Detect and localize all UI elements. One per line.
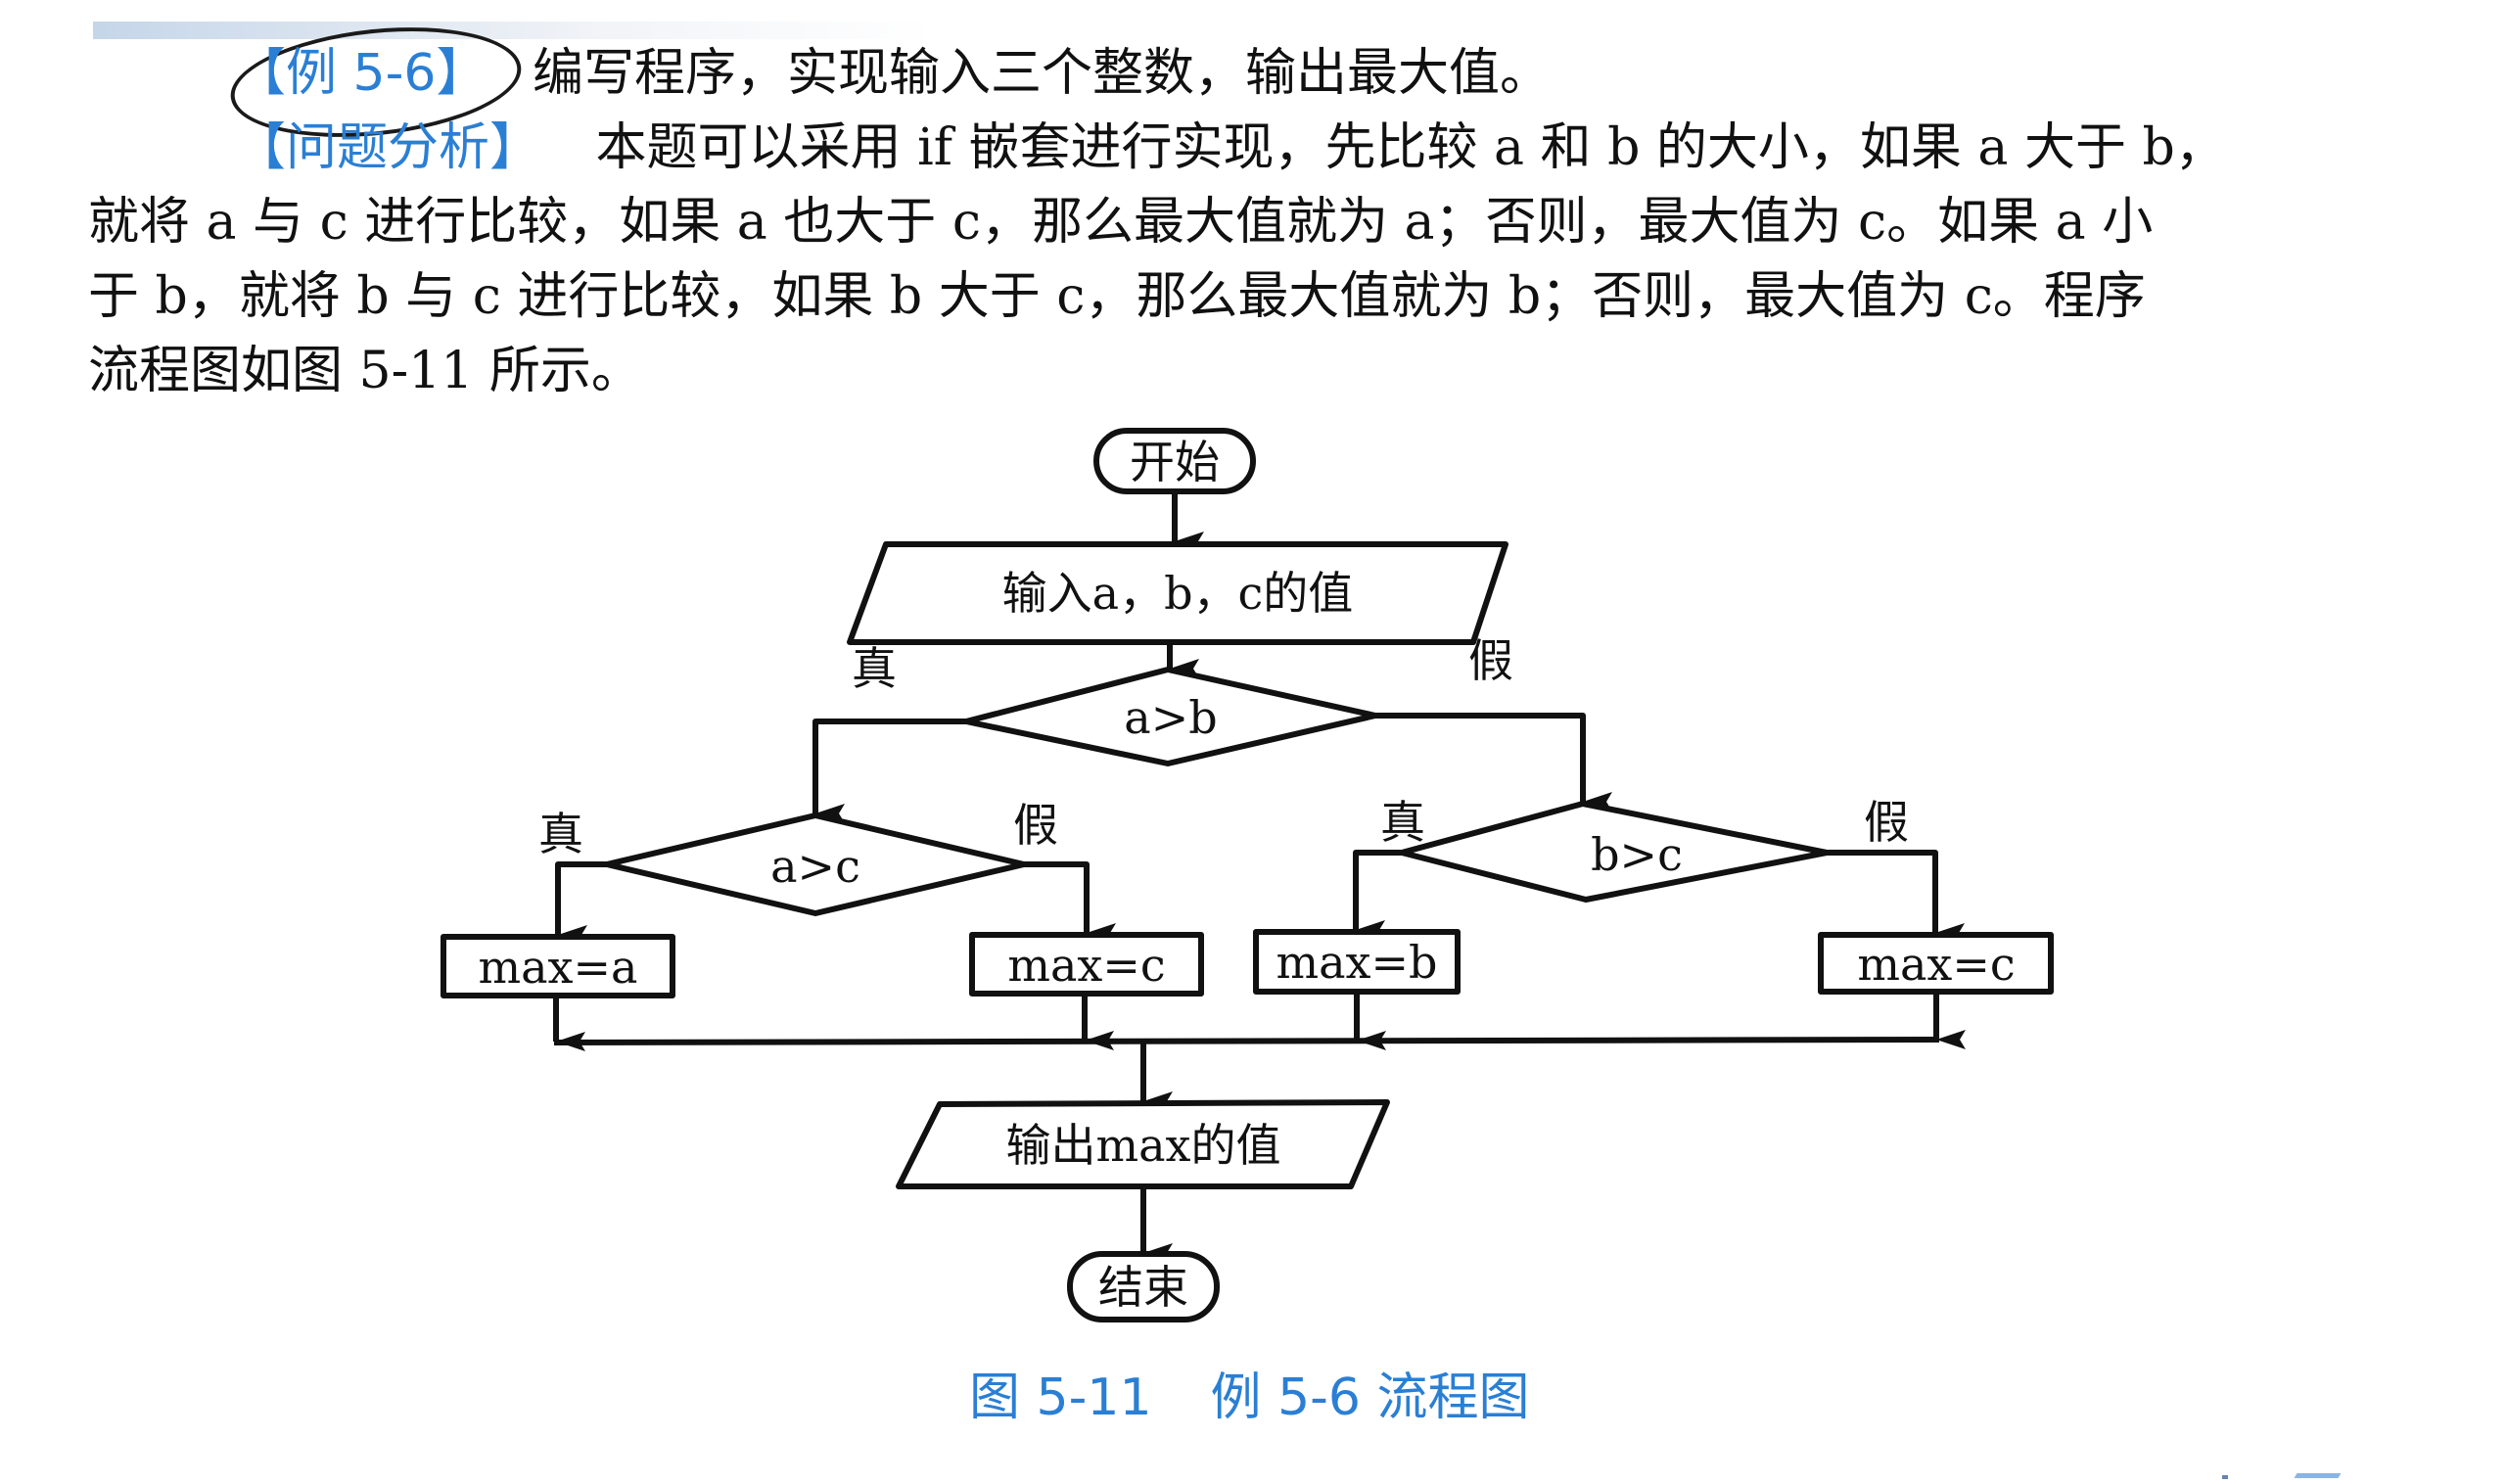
example-label: 【例 5-6】: [235, 44, 487, 103]
decision-left-label: a>c: [770, 840, 860, 893]
false-label-left: 假: [1013, 799, 1058, 852]
output-label: 输出max的值: [1006, 1119, 1281, 1172]
scan-mark: [2222, 1475, 2228, 1479]
analysis-line-2: 就将 a 与 c 进行比较，如果 a 也大于 c，那么最大值就为 a；否则，最大…: [88, 193, 2154, 252]
output-parallelogram: [896, 1099, 1390, 1189]
analysis-line-4: 流程图如图 5-11 所示。: [88, 342, 642, 400]
scan-smudge: [93, 22, 935, 39]
end-terminal: [1067, 1251, 1220, 1322]
branch-false-main: [1375, 713, 1612, 812]
false-label-main: 假: [1468, 634, 1513, 687]
analysis-first-line: 本题可以采用 if 嵌套进行实现，先比较 a 和 b 的大小，如果 a 大于 b…: [595, 118, 2226, 177]
analysis-line: 【问题分析】 本题可以采用 if 嵌套进行实现，先比较 a 和 b 的大小，如果…: [235, 111, 2447, 185]
branch-true-left: [555, 861, 607, 945]
example-text: 编写程序，实现输入三个整数，输出最大值。: [533, 44, 1552, 103]
branch-false-left: [1024, 861, 1116, 943]
figure-caption: 图 5-11 例 5-6 流程图: [969, 1356, 1589, 1429]
process-max-c-right: [1818, 932, 2054, 995]
analysis-label: 【问题分析】: [235, 118, 541, 177]
branch-true-right: [1353, 850, 1402, 940]
input-parallelogram: [847, 541, 1508, 645]
branch-false-right: [1827, 850, 1965, 943]
scan-mark: [2294, 1473, 2342, 1478]
process-max-c-left: [969, 932, 1204, 997]
merge-line: [553, 1037, 1940, 1045]
input-label: 输入a，b，c的值: [1002, 567, 1354, 620]
branch-true-main: [812, 719, 966, 823]
end-label: 结束: [1098, 1261, 1188, 1314]
true-label-left: 真: [538, 808, 583, 860]
max-c-right-label: max=c: [1857, 938, 2015, 991]
false-label-right: 假: [1864, 796, 1909, 849]
figure-number: 图 5-11: [969, 1368, 1152, 1427]
start-label: 开始: [1130, 436, 1220, 488]
decision-main-diamond: [963, 667, 1378, 766]
max-a-label: max=a: [479, 941, 638, 994]
decision-right-diamond: [1399, 801, 1830, 903]
process-max-b: [1253, 929, 1461, 995]
figure-title: 例 5-6 流程图: [1210, 1368, 1530, 1427]
true-label-main: 真: [852, 642, 897, 695]
max-c-left-label: max=c: [1007, 939, 1165, 992]
max-b-label: max=b: [1276, 936, 1438, 989]
analysis-line-3: 于 b，就将 b 与 c 进行比较，如果 b 大于 c，那么最大值就为 b；否则…: [88, 267, 2146, 326]
example-line: 【例 5-6】 编写程序，实现输入三个整数，输出最大值。: [235, 36, 1551, 111]
true-label-right: 真: [1380, 796, 1425, 849]
decision-right-label: b>c: [1591, 828, 1683, 881]
decision-left-diamond: [604, 812, 1027, 916]
decision-main-label: a>b: [1124, 691, 1217, 744]
